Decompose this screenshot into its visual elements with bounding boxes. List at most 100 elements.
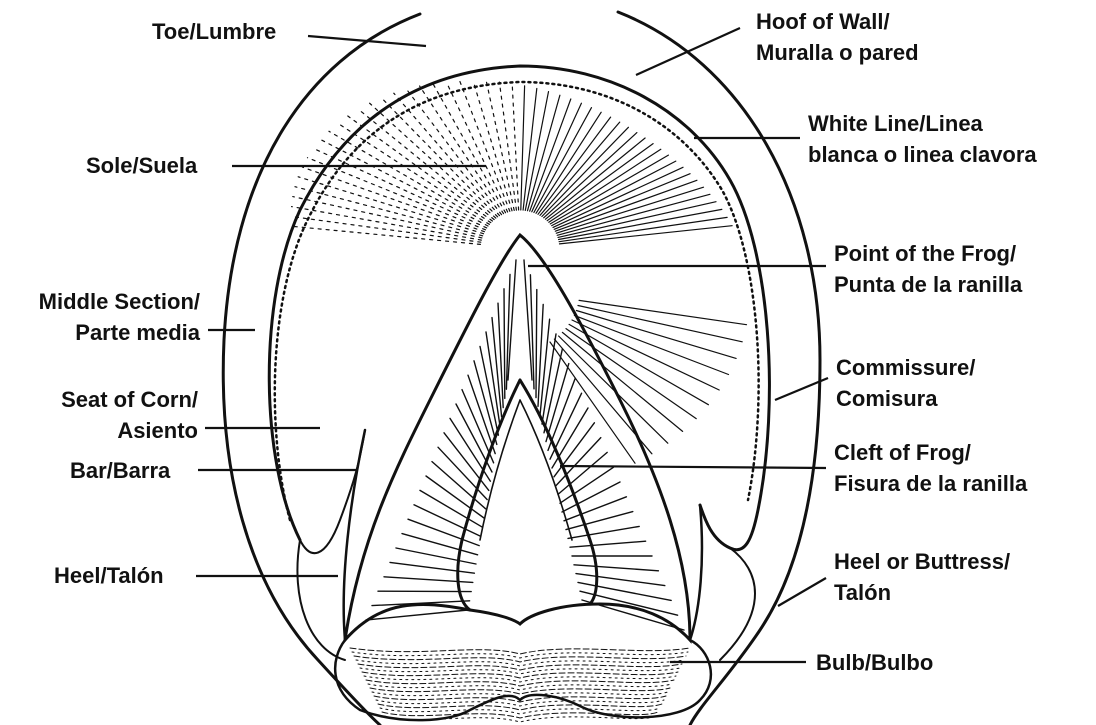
bulb-hatch-line	[350, 648, 690, 654]
white-line	[275, 82, 759, 520]
label-cleft-of-frog-en: Cleft of Frog/	[834, 437, 1027, 468]
label-sole: Sole/Suela	[86, 150, 197, 181]
label-cleft-of-frog: Cleft of Frog/ Fisura de la ranilla	[834, 437, 1027, 499]
label-bulb: Bulb/Bulbo	[816, 647, 933, 678]
frog-hatch-line	[456, 404, 492, 472]
sole-hatch-line	[536, 112, 601, 213]
label-toe: Toe/Lumbre	[152, 16, 276, 47]
frog-hatch-line	[568, 526, 639, 538]
label-middle-section: Middle Section/ Parte media	[12, 286, 200, 348]
label-white-line: White Line/Linea blanca o linea clavora	[808, 108, 1037, 170]
sole-hatch-line	[433, 84, 506, 213]
frog-hatch-line	[384, 577, 473, 583]
label-hoof-wall: Hoof of Wall/ Muralla o pared	[756, 6, 919, 68]
leader-cleft-of-frog	[560, 466, 826, 468]
frog-hatch-line	[462, 390, 494, 463]
sole-hatch-line	[528, 95, 560, 211]
bulb-outline	[335, 640, 711, 720]
sole-hatch-line	[566, 329, 696, 419]
sole-hatch-line	[394, 93, 500, 215]
sole-hatch-line	[420, 86, 504, 214]
sole-hatch-line	[499, 82, 516, 210]
sole-hatch-line	[569, 324, 708, 404]
label-seat-of-corn-en: Seat of Corn/	[8, 384, 198, 415]
label-seat-of-corn-es: Asiento	[8, 415, 198, 446]
label-commissure-en: Commissure/	[836, 352, 975, 383]
bulb-hatch-line	[368, 684, 672, 690]
label-commissure: Commissure/ Comisura	[836, 352, 975, 414]
frog-outline	[345, 235, 690, 640]
bar-left	[344, 430, 365, 640]
frog-hatch-line	[570, 541, 646, 547]
bulb-hatching	[350, 648, 690, 722]
leader-toe	[308, 36, 426, 46]
heel-wall-left	[297, 540, 345, 660]
label-white-line-es: blanca o linea clavora	[808, 139, 1037, 170]
sole-hatch-line	[298, 177, 483, 234]
label-cleft-of-frog-es: Fisura de la ranilla	[834, 468, 1027, 499]
sole-hatch-line	[574, 315, 728, 374]
frog-hatching	[366, 260, 684, 630]
label-point-of-frog: Point of the Frog/ Punta de la ranilla	[834, 238, 1022, 300]
label-point-of-frog-en: Point of the Frog/	[834, 238, 1022, 269]
frog-hatch-line	[576, 574, 665, 586]
bulb-hatch-line	[354, 656, 686, 662]
bulb-hatch-line	[372, 692, 668, 698]
frog-hatch-line	[566, 512, 633, 530]
bar-right	[690, 505, 702, 640]
frog-hatch-line	[504, 289, 505, 399]
label-white-line-en: White Line/Linea	[808, 108, 1037, 139]
bulb-hatch-line	[356, 660, 684, 666]
label-middle-section-en: Middle Section/	[12, 286, 200, 317]
frog-hatch-line	[536, 290, 537, 398]
bulb-hatch-line	[364, 676, 676, 682]
label-heel-buttress: Heel or Buttress/ Talón	[834, 546, 1010, 608]
sole-hatch-line	[576, 311, 736, 359]
bulb-hatch-line	[370, 688, 670, 694]
sole-hatch-line	[348, 116, 493, 221]
frog-cleft-inner	[480, 400, 572, 540]
bulb-hatch-line	[380, 708, 660, 714]
sole-hatch-line	[486, 81, 514, 210]
leader-hoof-wall	[636, 28, 740, 75]
frog-hatch-line	[390, 562, 474, 573]
sole-hatch-line	[523, 89, 537, 211]
label-hoof-wall-en: Hoof of Wall/	[756, 6, 919, 37]
sole-hatch-line	[358, 109, 494, 219]
bulb-hatch-line	[352, 652, 688, 658]
sole-hatch-line	[460, 81, 510, 211]
sole-hatch-line	[572, 320, 719, 390]
bulb-hatch-line	[378, 704, 662, 710]
label-seat-of-corn: Seat of Corn/ Asiento	[8, 384, 198, 446]
sole-hatch-line	[538, 117, 611, 214]
label-heel: Heel/Talón	[54, 560, 164, 591]
sole-hatch-line	[547, 144, 653, 221]
sole-hatch-line	[558, 202, 716, 238]
sole-inner-edge	[300, 430, 365, 553]
frog-hatch-line	[564, 497, 626, 521]
hoof-wall-outline-right	[618, 12, 820, 725]
sole-hatch-line	[292, 207, 482, 241]
frog-hatch-line	[574, 565, 658, 571]
label-hoof-wall-es: Muralla o pared	[756, 37, 919, 68]
sole-hatch-line	[370, 103, 496, 218]
label-middle-section-es: Parte media	[12, 317, 200, 348]
label-heel-buttress-en: Heel or Buttress/	[834, 546, 1010, 577]
sole-hatch-line	[521, 86, 525, 210]
sole-hatch-line	[579, 300, 746, 324]
sole-hatch-line	[512, 84, 518, 210]
leader-lines	[196, 28, 828, 662]
bulb-hatch-line	[358, 664, 682, 670]
bulb-hatch-line	[360, 668, 680, 674]
sole-hatch-line	[578, 306, 742, 342]
frog-hatch-line	[408, 519, 479, 545]
sole-hatch-line	[338, 123, 491, 222]
sole-hatch-line	[446, 82, 507, 212]
frog-hatch-line	[450, 418, 490, 481]
sole-hatch-line	[562, 332, 682, 431]
label-commissure-es: Comisura	[836, 383, 975, 414]
bulb-hatch-line	[366, 680, 674, 686]
label-bar: Bar/Barra	[70, 455, 170, 486]
label-point-of-frog-es: Punta de la ranilla	[834, 269, 1022, 300]
sole-hatch-line	[314, 149, 487, 228]
